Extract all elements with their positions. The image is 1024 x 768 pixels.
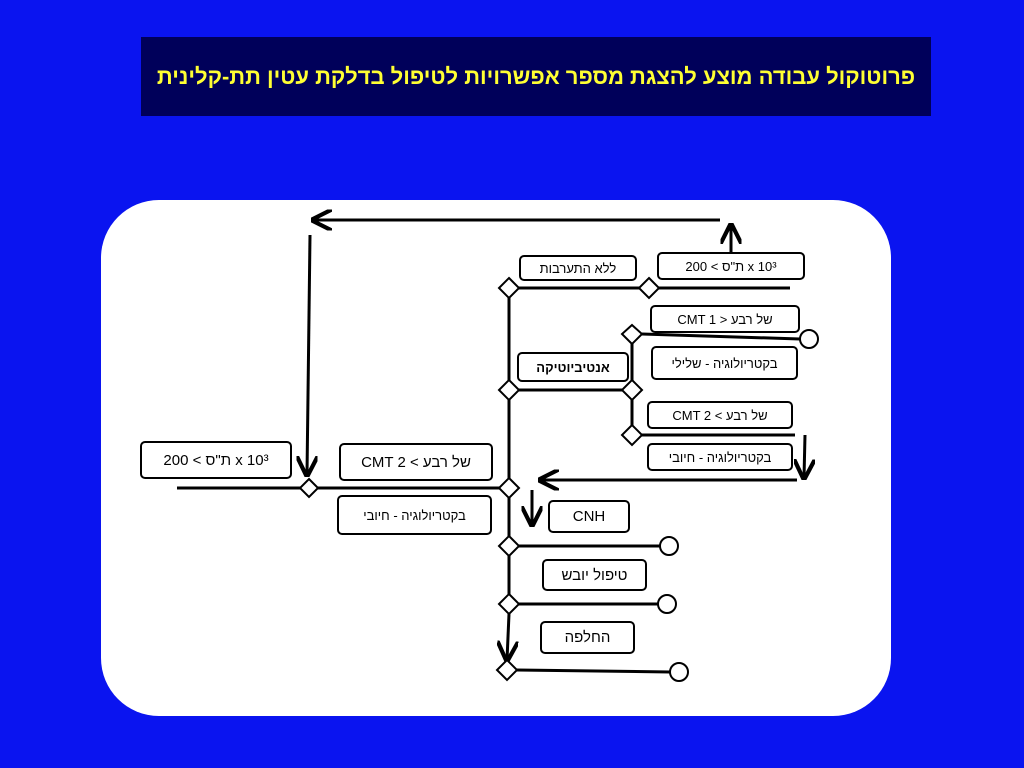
- decision-diamond-left: [298, 477, 320, 499]
- node-cmt-1: CMT של רבע < 1: [650, 305, 800, 333]
- node-bact-positive: בקטריולוגיה - חיובי: [647, 443, 793, 471]
- decision-diamond-replace: [495, 658, 519, 682]
- decision-diamond-right-mid: [620, 378, 644, 402]
- arrow-down-left-line: [307, 234, 310, 475]
- arrow-down-right-line: [804, 434, 805, 478]
- node-replacement: החלפה: [540, 621, 635, 654]
- node-bact-left: בקטריולוגיה - חיובי: [337, 495, 492, 535]
- node-scc-left: ת"ס > 200 x 10³: [140, 441, 292, 479]
- decision-diamond-cmt1: [620, 323, 644, 346]
- decision-diamond-main: [497, 476, 521, 500]
- node-scc-top: ת"ס > 200 x 10³: [657, 252, 805, 280]
- node-antibiotic: אנטיביוטיקה: [517, 352, 629, 382]
- node-no-intervention: ללא התערבות: [519, 255, 637, 281]
- node-bact-negative: בקטריולוגיה - שלילי: [651, 346, 798, 380]
- terminal-circle-cnh: [659, 536, 679, 556]
- page-title: פרוטוקול עבודה מוצע להצגת מספר אפשרויות …: [141, 37, 931, 116]
- decision-diamond-dry: [497, 592, 521, 616]
- node-cmt-left: CMT של רבע > 2: [339, 443, 493, 481]
- decision-diamond-cmt2: [620, 423, 644, 447]
- node-cmt-2: CMT של רבע > 2: [647, 401, 793, 429]
- node-dry-treatment: טיפול יובש: [542, 559, 647, 591]
- terminal-circle-replace: [669, 662, 689, 682]
- terminal-circle-dry: [657, 594, 677, 614]
- terminal-circle-top: [799, 329, 819, 349]
- decision-diamond-cnh: [497, 534, 521, 558]
- node-cnh: CNH: [548, 500, 630, 533]
- decision-diamond-top-left: [497, 276, 521, 300]
- decision-diamond-top-right: [637, 276, 661, 300]
- decision-diamond-antibiotic: [497, 378, 521, 402]
